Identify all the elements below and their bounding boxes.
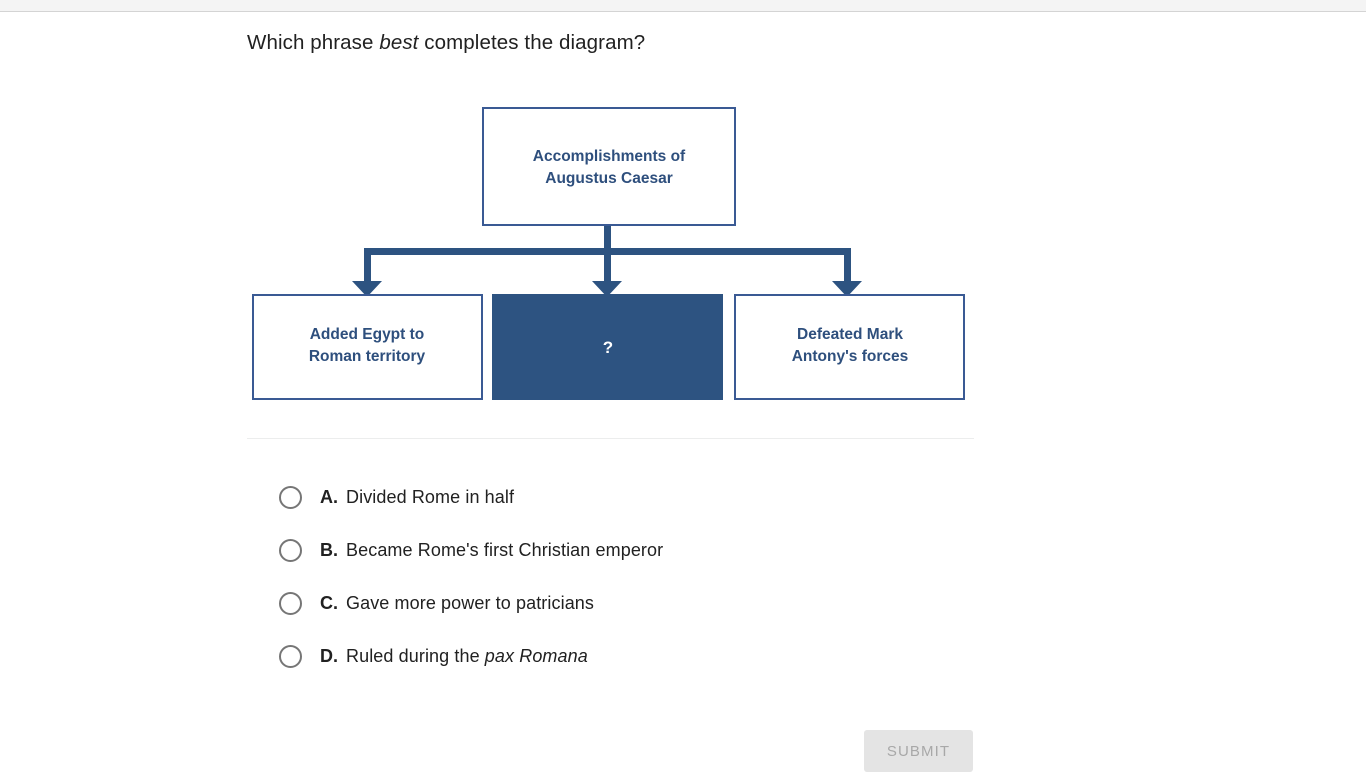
diagram-root-line2: Augustus Caesar [545,170,672,187]
page-title: Which phrase best completes the diagram? [247,31,645,55]
radio-button-a[interactable] [279,486,302,509]
radio-button-d[interactable] [279,645,302,668]
radio-button-c[interactable] [279,592,302,615]
diagram-root-line1: Accomplishments of [533,148,686,165]
diagram-child1-line2: Roman territory [309,348,426,365]
option-row-c[interactable]: C. Gave more power to patricians [247,577,977,630]
option-letter-b: B. [320,540,338,560]
option-text-d: Ruled during the pax Romana [346,646,588,667]
option-text-d-emphasis: pax Romana [484,646,588,666]
diagram-figure: Accomplishments of Augustus Caesar Added… [247,101,977,401]
diagram-connectors [352,224,862,297]
option-letter-d: D. [320,646,338,666]
option-text-c: Gave more power to patricians [346,593,595,613]
diagram-child2-placeholder: ? [603,338,613,357]
diagram-node-root: Accomplishments of Augustus Caesar [482,107,736,226]
diagram-node-child-3: Defeated Mark Antony's forces [734,294,965,400]
option-text-d-plain: Ruled during the [346,646,485,666]
diagram-node-child-2-unknown: ? [492,294,723,400]
browser-chrome-strip [0,0,1366,12]
option-row-b[interactable]: B. Became Rome's first Christian emperor [247,524,977,577]
answer-options-list: A. Divided Rome in half B. Became Rome's… [247,471,977,683]
option-text-b: Became Rome's first Christian emperor [346,540,664,560]
diagram-node-child-1: Added Egypt to Roman territory [252,294,483,400]
diagram-child3-line1: Defeated Mark [797,326,903,343]
question-text-post: completes the diagram? [418,31,646,54]
diagram-child1-line1: Added Egypt to [310,326,425,343]
question-text-pre: Which phrase [247,31,380,54]
option-letter-c: C. [320,593,338,613]
section-divider [247,438,974,439]
radio-button-b[interactable] [279,539,302,562]
option-text-a: Divided Rome in half [346,487,515,507]
diagram-child3-line2: Antony's forces [792,348,909,365]
option-row-d[interactable]: D. Ruled during the pax Romana [247,630,977,683]
submit-button[interactable]: SUBMIT [864,730,973,772]
option-letter-a: A. [320,487,338,507]
option-row-a[interactable]: A. Divided Rome in half [247,471,977,524]
question-text-emphasis: best [379,31,419,54]
